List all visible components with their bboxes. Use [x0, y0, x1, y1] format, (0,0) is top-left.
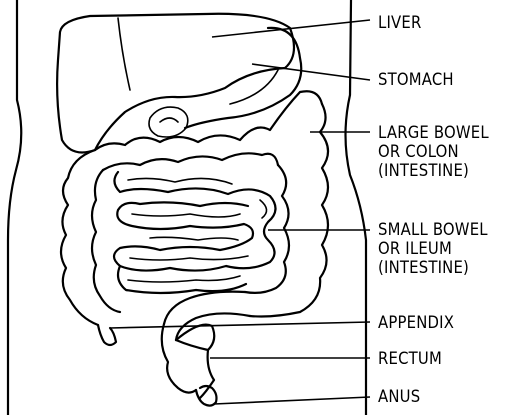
- duodenum: [149, 107, 188, 137]
- liver-lobe-line: [118, 18, 130, 90]
- label-small-bowel-line1: SMALL BOWEL: [378, 220, 488, 239]
- small-bowel-organ: [114, 172, 276, 293]
- stomach-inner-line: [230, 70, 278, 104]
- torso-outline: [8, 0, 366, 415]
- leader-anus: [214, 397, 370, 404]
- duodenum-inner: [160, 118, 178, 122]
- label-stomach: STOMACH: [378, 70, 454, 89]
- large-bowel-organ: [61, 91, 328, 345]
- label-liver: LIVER: [378, 13, 421, 32]
- liver-organ: [57, 14, 294, 153]
- label-large-bowel-line1: LARGE BOWEL: [378, 123, 489, 142]
- leader-appendix: [110, 322, 370, 328]
- label-large-bowel-line2: OR COLON: [378, 142, 459, 161]
- anus-organ: [196, 386, 217, 406]
- label-small-bowel-line3: (INTESTINE): [378, 258, 469, 277]
- label-rectum: RECTUM: [378, 349, 442, 368]
- label-large-bowel-line3: (INTESTINE): [378, 161, 469, 180]
- label-anus: ANUS: [378, 387, 420, 406]
- leader-stomach: [252, 64, 370, 80]
- label-appendix: APPENDIX: [378, 313, 454, 332]
- label-small-bowel-line2: OR ILEUM: [378, 239, 452, 258]
